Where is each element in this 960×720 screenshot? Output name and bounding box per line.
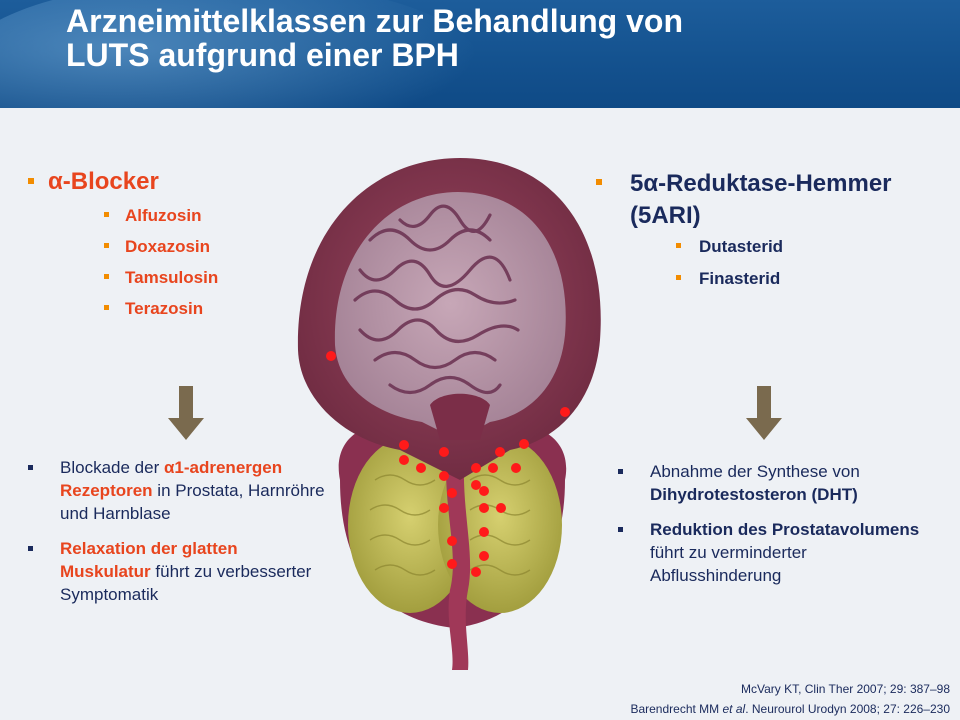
list-item: Reduktion des Prostatavolumens führt zu …	[618, 518, 938, 587]
reference-2-etal: et al	[722, 702, 746, 716]
receptor-dot	[511, 463, 521, 473]
receptor-dot	[447, 559, 457, 569]
reference-1: McVary KT, Clin Ther 2007; 29: 387–98	[740, 682, 950, 696]
drug-name: Terazosin	[125, 299, 204, 318]
effect-text: Abnahme der Synthese von	[650, 462, 860, 481]
bullet-square	[104, 212, 109, 218]
reference-2-source: . Neurourol Urodyn 2008; 27: 226–230	[745, 702, 950, 716]
list-item: Doxazosin	[104, 235, 218, 266]
alpha-blocker-label: α-Blocker	[48, 168, 159, 195]
header-banner: Arzneimittelklassen zur Behandlung von L…	[0, 0, 960, 108]
list-item: Terazosin	[104, 297, 218, 328]
bullet-square	[104, 274, 109, 280]
list-item: Relaxation der glatten Muskulatur führt …	[28, 537, 328, 606]
list-item: Blockade der α1-adrenergen Rezeptoren in…	[28, 456, 328, 525]
5ari-effects: Abnahme der Synthese von Dihydrotestoste…	[618, 460, 938, 599]
bullet-square	[676, 243, 681, 249]
list-item: Dutasterid	[676, 235, 783, 267]
receptor-dot	[471, 480, 481, 490]
bullet-square	[676, 275, 681, 281]
effect-highlight: Relaxation der glatten Muskulatur	[60, 539, 238, 581]
slide-title: Arzneimittelklassen zur Behandlung von L…	[66, 4, 683, 72]
receptor-dot	[416, 463, 426, 473]
effect-highlight: α1-adrenergen Rezeptoren	[60, 458, 283, 500]
drug-name: Tamsulosin	[125, 268, 219, 287]
receptor-dot	[471, 567, 481, 577]
bullet-square	[28, 177, 34, 184]
receptor-dot	[479, 486, 489, 496]
reference-2: Barendrecht MM et al. Neurourol Urodyn 2…	[630, 702, 950, 716]
receptor-dot	[447, 488, 457, 498]
receptor-dot	[479, 551, 489, 561]
title-line-2: LUTS aufgrund einer BPH	[66, 37, 459, 73]
receptor-dot	[399, 455, 409, 465]
5ari-label-line-2: (5ARI)	[630, 202, 701, 229]
bullet-square	[28, 546, 33, 551]
list-item: Finasterid	[676, 267, 783, 299]
receptor-dot	[326, 351, 336, 361]
effect-text: führt zu verbesserter Symptomatik	[60, 562, 312, 604]
5ari-heading: 5α-Reduktase-Hemmer (5ARI)	[596, 168, 936, 232]
5ari-label-line-1: 5α-Reduktase-Hemmer	[630, 170, 892, 197]
effect-text: in Prostata, Harnröhre und Harnblase	[60, 481, 325, 523]
receptor-dot	[471, 463, 481, 473]
bullet-square	[104, 243, 109, 249]
receptor-dot	[439, 503, 449, 513]
receptor-dot	[399, 440, 409, 450]
receptor-dot	[495, 447, 505, 457]
receptor-dot	[447, 536, 457, 546]
5ari-drug-list: Dutasterid Finasterid	[676, 235, 783, 299]
alpha-blocker-heading: α-Blocker	[28, 168, 159, 196]
header-swoosh	[0, 0, 480, 108]
effect-text: Blockade der	[60, 458, 164, 477]
drug-name: Doxazosin	[125, 237, 211, 256]
receptor-dot	[439, 471, 449, 481]
effect-bold: Reduktion des Prostatavolumens	[650, 520, 920, 539]
bullet-square	[104, 305, 109, 311]
effect-text: führt zu verminderter Abflusshinderung	[650, 543, 807, 585]
bullet-square	[596, 179, 602, 185]
alpha-blocker-drug-list: Alfuzosin Doxazosin Tamsulosin Terazosin	[104, 204, 218, 328]
bullet-square	[28, 465, 33, 470]
receptor-dot	[519, 439, 529, 449]
receptor-dot	[479, 527, 489, 537]
bullet-square	[618, 527, 623, 532]
list-item: Abnahme der Synthese von Dihydrotestoste…	[618, 460, 938, 506]
reference-2-author: Barendrecht MM	[630, 702, 723, 716]
list-item: Tamsulosin	[104, 266, 218, 297]
receptor-dot	[439, 447, 449, 457]
drug-name: Alfuzosin	[125, 206, 202, 225]
bullet-square	[618, 469, 623, 474]
prostate-illustration	[297, 158, 601, 670]
title-line-1: Arzneimittelklassen zur Behandlung von	[66, 3, 683, 39]
list-item: Alfuzosin	[104, 204, 218, 235]
alpha-blocker-effects: Blockade der α1-adrenergen Rezeptoren in…	[28, 456, 328, 618]
receptor-dot	[488, 463, 498, 473]
receptor-dots	[326, 351, 570, 577]
receptor-dot	[479, 503, 489, 513]
receptor-dot	[496, 503, 506, 513]
bladder-lumen	[334, 192, 566, 440]
drug-name: Finasterid	[699, 269, 781, 288]
bladder-neck	[430, 393, 490, 440]
drug-name: Dutasterid	[699, 237, 784, 256]
receptor-dot	[560, 407, 570, 417]
effect-bold: Dihydrotestosteron (DHT)	[650, 485, 858, 504]
prostate-lobe-left	[348, 437, 472, 613]
down-arrow-icon	[168, 386, 204, 440]
down-arrow-icon	[746, 386, 782, 440]
